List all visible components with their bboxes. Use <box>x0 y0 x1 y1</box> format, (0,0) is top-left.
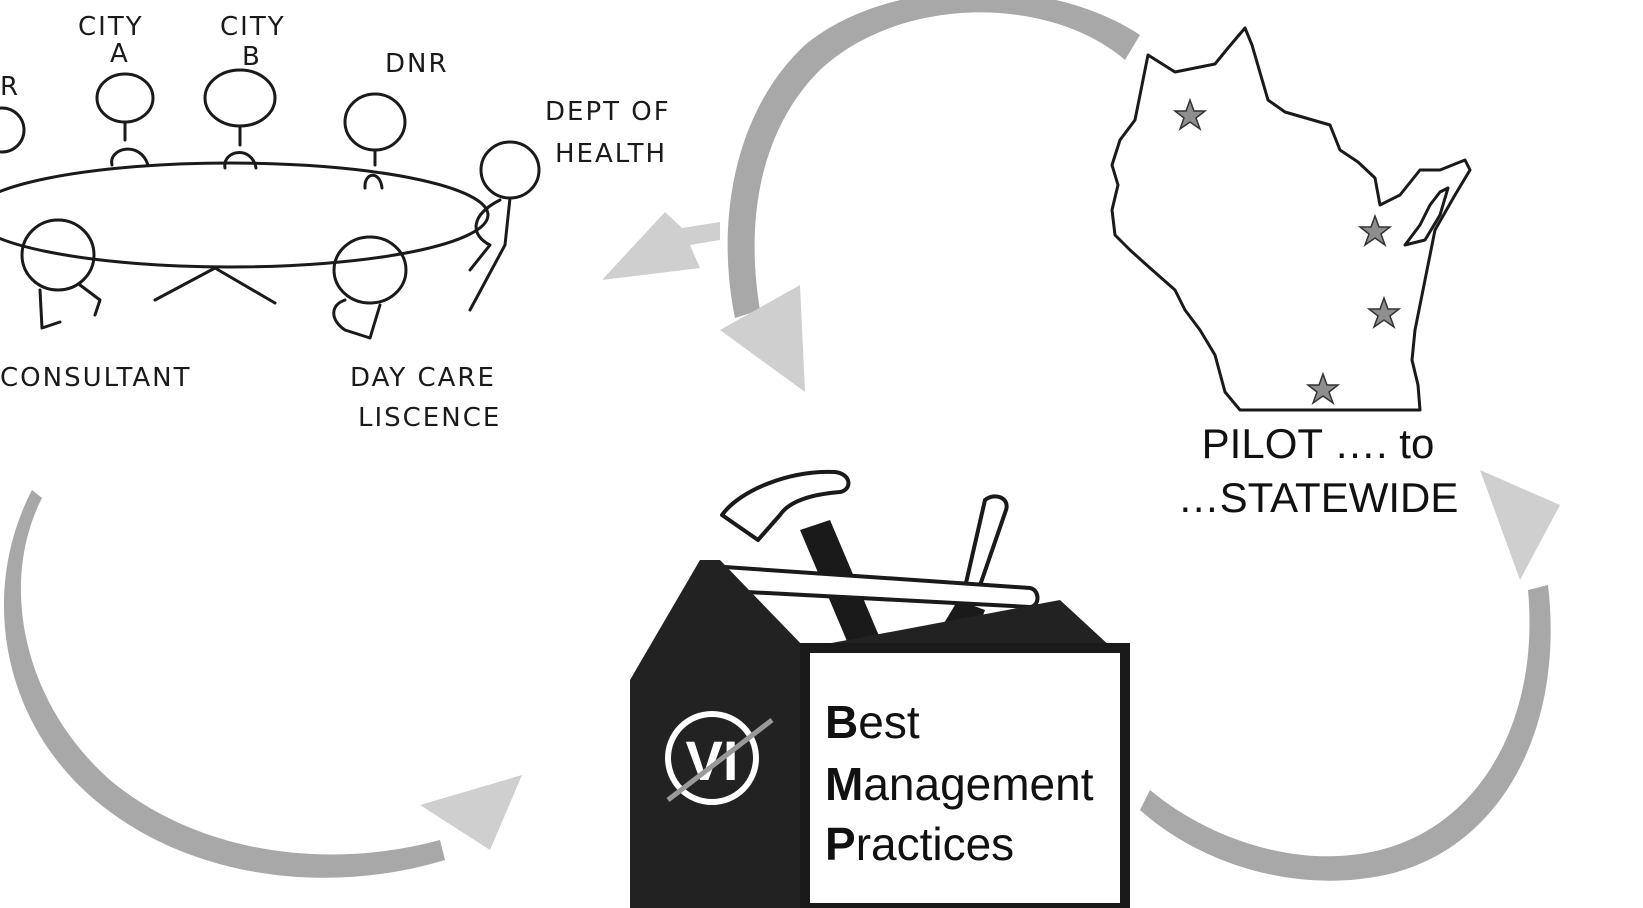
label-city-a-2: A <box>110 39 130 69</box>
label-daycare-1: DAY CARE <box>350 363 496 393</box>
label-health-2: HEALTH <box>555 139 667 169</box>
arc-top <box>727 0 1140 318</box>
toolbox-front <box>800 643 1130 908</box>
state-outline <box>1110 26 1472 412</box>
toolbox-side <box>630 560 805 908</box>
label-dnr: DNR <box>385 49 449 79</box>
pilot-star <box>1366 295 1402 329</box>
label-health-1: DEPT OF <box>545 97 671 127</box>
map-caption-line2: …STATEWIDE <box>1178 474 1459 521</box>
person-dnr <box>343 92 407 190</box>
map-caption-line1: PILOT …. to <box>1202 420 1435 467</box>
arc-right <box>1140 585 1551 881</box>
label-consultant: CONSULTANT <box>0 363 192 393</box>
pilot-star <box>1172 97 1208 131</box>
person-daycare <box>332 235 408 340</box>
state-map: PILOT …. to …STATEWIDE <box>1110 26 1472 521</box>
vi-logo: VI <box>665 711 774 805</box>
label-daycare-2: LISCENCE <box>358 403 501 433</box>
table-legs <box>153 266 277 305</box>
bmp-line-management: Management <box>825 758 1094 810</box>
cycle-arrows <box>3 0 1560 881</box>
map-stars <box>1172 97 1402 405</box>
person-city-a <box>95 72 155 167</box>
person-health <box>468 140 541 312</box>
label-city-a-1: CITY <box>78 12 144 42</box>
meeting-table <box>0 161 490 269</box>
arrow-head-down <box>720 285 805 392</box>
arrow-head-right <box>420 775 522 850</box>
label-city-b-2: B <box>242 42 262 72</box>
pilot-star <box>1305 371 1341 405</box>
person-consultant <box>20 218 102 330</box>
label-partial: R <box>0 72 20 102</box>
arrow-left <box>602 212 720 280</box>
label-city-b-1: CITY <box>220 12 286 42</box>
bmp-line-practices: Practices <box>825 818 1014 870</box>
bmp-line-best: Best <box>825 696 920 748</box>
toolbox: VI Best Management Practices <box>630 469 1130 908</box>
arc-left <box>3 490 446 878</box>
arrow-head-up <box>1480 470 1560 580</box>
meeting-sketch: R CITY A CITY B DNR DEPT OF HEALTH CONSU… <box>0 12 671 433</box>
person-partial <box>0 106 26 154</box>
person-city-b <box>203 68 277 170</box>
pilot-star <box>1357 213 1393 247</box>
